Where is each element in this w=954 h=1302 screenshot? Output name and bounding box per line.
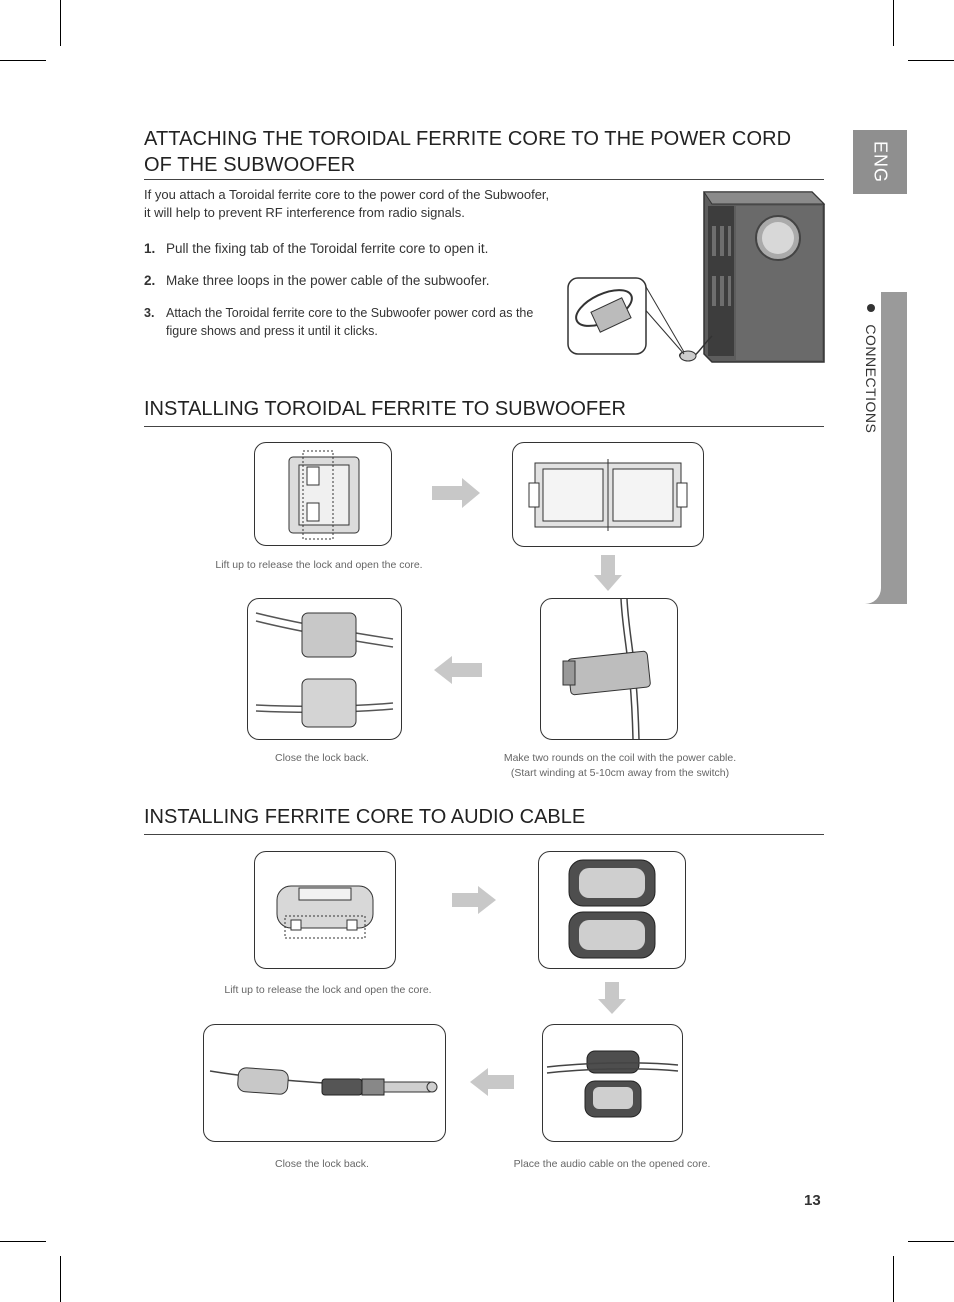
ferrite-locked-panel bbox=[247, 598, 402, 740]
step-text: Make three loops in the power cable of t… bbox=[166, 273, 490, 288]
audio-core-open-panel bbox=[538, 851, 686, 969]
ferrite-open-illustration bbox=[528, 459, 688, 531]
step-text: Pull the fixing tab of the Toroidal ferr… bbox=[166, 241, 489, 256]
ferrite-open-panel bbox=[512, 442, 704, 547]
step-number: 1. bbox=[144, 241, 156, 256]
crop-mark bbox=[893, 1256, 894, 1302]
ferrite-closed-panel bbox=[254, 442, 392, 546]
intro-line: If you attach a Toroidal ferrite core to… bbox=[144, 187, 550, 202]
section1-title: ATTACHING THE TOROIDAL FERRITE CORE TO T… bbox=[144, 128, 792, 176]
section2-rule bbox=[144, 426, 824, 427]
caption-close: Close the lock back. bbox=[275, 752, 369, 764]
ferrite-wind-illustration bbox=[562, 599, 651, 739]
audio-cable-place-illustration bbox=[546, 1050, 679, 1118]
section1-intro: If you attach a Toroidal ferrite core to… bbox=[144, 186, 564, 222]
caption-open-audio: Lift up to release the lock and open the… bbox=[224, 984, 432, 996]
ferrite-wind-panel bbox=[540, 598, 678, 740]
audio-core-open-illustration bbox=[568, 859, 656, 959]
audio-core-closed-panel bbox=[254, 851, 396, 969]
audio-cable-place-panel bbox=[542, 1024, 683, 1142]
section3-title: INSTALLING FERRITE CORE TO AUDIO CABLE bbox=[144, 806, 586, 828]
section-tab-label-wrap: CONNECTIONS bbox=[855, 304, 879, 433]
crop-mark bbox=[60, 0, 61, 46]
section-tab-label: CONNECTIONS bbox=[863, 324, 879, 434]
bullet-icon bbox=[867, 304, 875, 312]
step-number: 2. bbox=[144, 273, 156, 288]
caption-place: Place the audio cable on the opened core… bbox=[513, 1158, 711, 1170]
arrow-right-icon bbox=[452, 886, 496, 914]
section1-rule bbox=[144, 179, 824, 180]
arrow-down-icon bbox=[594, 555, 622, 591]
page-number: 13 bbox=[804, 1192, 821, 1209]
arrow-right-icon bbox=[432, 478, 480, 508]
section2-title: INSTALLING TOROIDAL FERRITE TO SUBWOOFER bbox=[144, 398, 626, 420]
step-item: 2. Make three loops in the power cable o… bbox=[144, 272, 564, 290]
caption-wind: Make two rounds on the coil with the pow… bbox=[480, 751, 760, 781]
arrow-left-icon bbox=[434, 656, 482, 684]
section3-rule bbox=[144, 834, 824, 835]
step-number: 3. bbox=[144, 306, 155, 320]
arrow-down-icon bbox=[598, 982, 626, 1014]
intro-line: it will help to prevent RF interference … bbox=[144, 205, 465, 220]
section-tab-bg: CONNECTIONS bbox=[853, 292, 881, 604]
crop-mark bbox=[60, 1256, 61, 1302]
crop-mark bbox=[0, 1241, 46, 1242]
caption-open: Lift up to release the lock and open the… bbox=[215, 559, 423, 571]
crop-mark bbox=[908, 60, 954, 61]
audio-cable-locked-panel bbox=[203, 1024, 446, 1142]
ferrite-locked-illustration bbox=[255, 612, 394, 728]
caption-wind-line: (Start winding at 5-10cm away from the s… bbox=[510, 767, 730, 779]
audio-core-closed-illustration bbox=[276, 885, 374, 939]
language-tab: ENG bbox=[853, 130, 907, 194]
language-tab-label: ENG bbox=[870, 140, 891, 184]
ferrite-closed-illustration bbox=[288, 450, 360, 540]
caption-close-audio: Close the lock back. bbox=[275, 1158, 369, 1170]
steps-list: 1. Pull the fixing tab of the Toroidal f… bbox=[144, 240, 564, 340]
crop-mark bbox=[893, 0, 894, 46]
arrow-left-icon bbox=[470, 1068, 514, 1096]
section-tab: CONNECTIONS bbox=[853, 292, 907, 604]
caption-wind-line: Make two rounds on the coil with the pow… bbox=[503, 752, 737, 764]
step-item: 1. Pull the fixing tab of the Toroidal f… bbox=[144, 240, 564, 258]
subwoofer-illustration bbox=[567, 191, 826, 363]
step-text: Attach the Toroidal ferrite core to the … bbox=[166, 306, 534, 338]
step-item: 3. Attach the Toroidal ferrite core to t… bbox=[144, 304, 564, 340]
crop-mark bbox=[0, 60, 46, 61]
audio-cable-locked-illustration bbox=[209, 1067, 438, 1096]
crop-mark bbox=[908, 1241, 954, 1242]
